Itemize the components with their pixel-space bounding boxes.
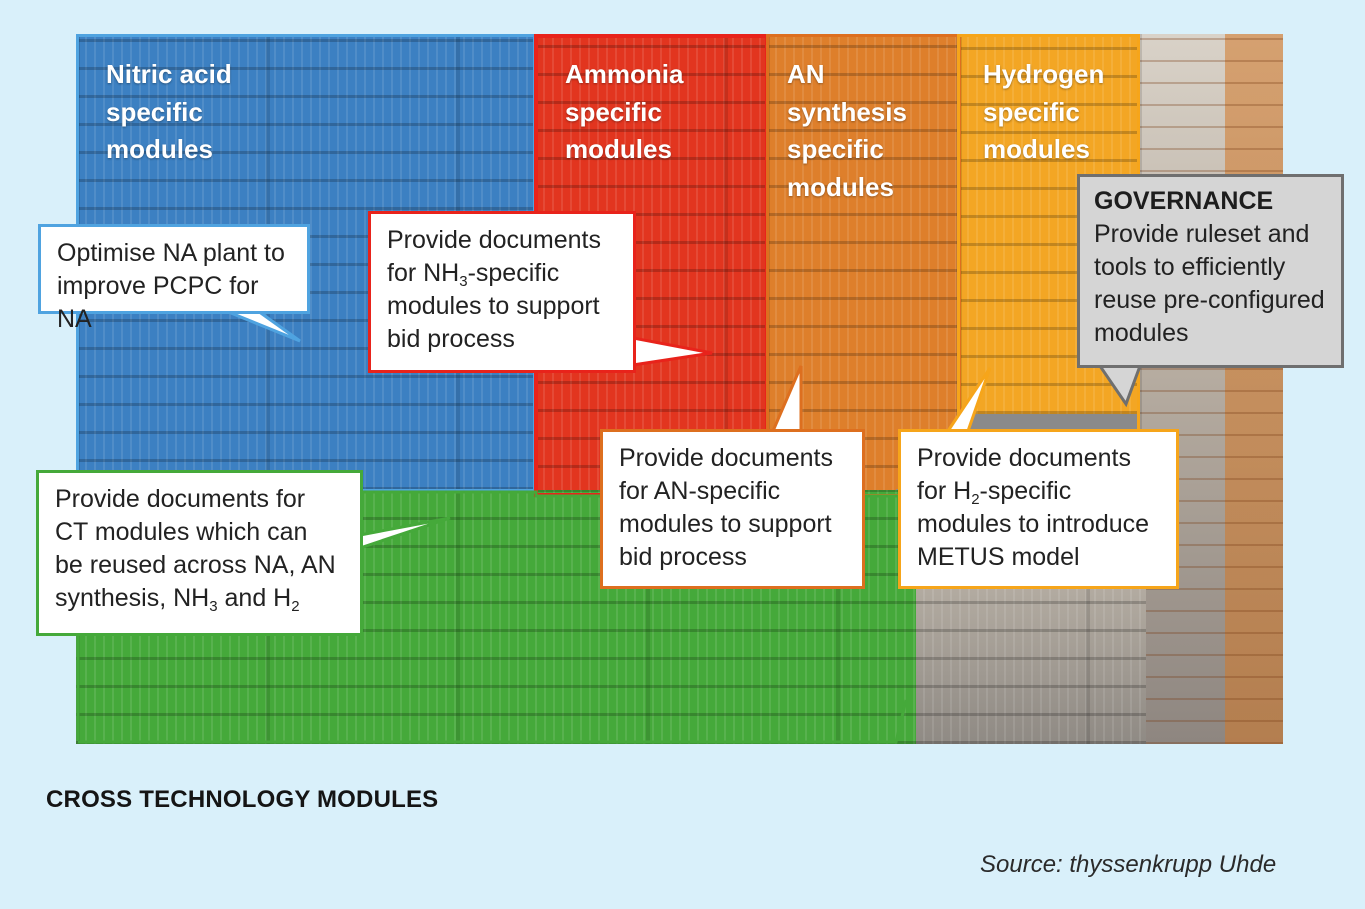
hydrogen-header: Hydrogen specific modules [983, 56, 1104, 169]
subscript: 3 [459, 273, 468, 290]
callout-line: Provide documents [619, 444, 834, 472]
callout-line: Provide documents [917, 444, 1132, 472]
callout-line: for AN-specific [619, 477, 781, 505]
cross-technology-callout: Provide documents for CT modules which c… [36, 470, 363, 636]
callout-line: Provide documents for [55, 485, 306, 513]
header-line: AN [787, 59, 825, 89]
callout-text: for NH [387, 259, 460, 287]
callout-line: CT modules which can [55, 518, 308, 546]
callout-line: Provide documents [387, 226, 602, 254]
header-line: specific [565, 96, 662, 127]
callout-line: be reused across NA, AN [55, 551, 336, 579]
callout-line: Provide ruleset and [1094, 220, 1310, 248]
callout-text: synthesis, NH [55, 584, 210, 612]
subscript: 2 [971, 491, 980, 508]
header-line: modules [787, 171, 894, 202]
an-synthesis-callout: Provide documents for AN-specific module… [600, 429, 865, 589]
header-line: modules [983, 134, 1090, 164]
callout-text: -specific [467, 259, 560, 287]
header-line: specific [983, 96, 1080, 127]
callout-line: modules [1094, 319, 1189, 347]
header-line: specific [106, 96, 203, 127]
source-credit: Source: thyssenkrupp Uhde [980, 851, 1277, 878]
callout-line: modules to support [387, 292, 600, 320]
callout-line: for H2-specific [917, 475, 1160, 508]
callout-line: reuse pre-configured [1094, 286, 1325, 314]
nitric-acid-header: Nitric acid specific modules [106, 56, 232, 169]
governance-title: GOVERNANCE [1094, 187, 1274, 215]
callout-line: improve PCPC for NA [57, 272, 259, 333]
ammonia-callout: Provide documents for NH3-specific modul… [368, 211, 636, 373]
header-line: modules [565, 134, 672, 164]
callout-line: Optimise NA plant to [57, 239, 285, 267]
header-line: modules [106, 134, 213, 164]
header-line: synthesis [787, 96, 907, 127]
callout-line: bid process [387, 325, 515, 353]
hydrogen-callout: Provide documents for H2-specific module… [898, 429, 1179, 589]
subscript: 3 [209, 598, 218, 615]
callout-text: and H [217, 584, 292, 612]
callout-line: METUS model [917, 543, 1080, 571]
callout-line: synthesis, NH3 and H2 [55, 582, 344, 615]
callout-text: -specific [979, 477, 1072, 505]
governance-callout: GOVERNANCE Provide ruleset and tools to … [1077, 174, 1344, 368]
subscript: 2 [291, 598, 300, 615]
callout-line: for NH3-specific [387, 257, 617, 290]
nitric-acid-callout: Optimise NA plant to improve PCPC for NA [38, 224, 310, 333]
callout-line: bid process [619, 543, 747, 571]
ammonia-header: Ammonia specific modules [565, 56, 683, 169]
callout-text: for H [917, 477, 972, 505]
header-line: Ammonia [565, 59, 684, 89]
an-synthesis-zone [766, 34, 958, 496]
warehouse-aisle-untinted [1138, 34, 1283, 744]
header-line: specific [787, 134, 884, 164]
callout-line: modules to introduce [917, 510, 1150, 538]
header-line: Hydrogen [983, 59, 1105, 89]
header-line: Nitric acid [106, 59, 232, 89]
callout-line: modules to support [619, 510, 832, 538]
figure-caption: CROSS TECHNOLOGY MODULES [46, 786, 439, 813]
callout-line: tools to efficiently [1094, 253, 1286, 281]
an-synthesis-header: AN synthesis specific modules [787, 56, 907, 206]
